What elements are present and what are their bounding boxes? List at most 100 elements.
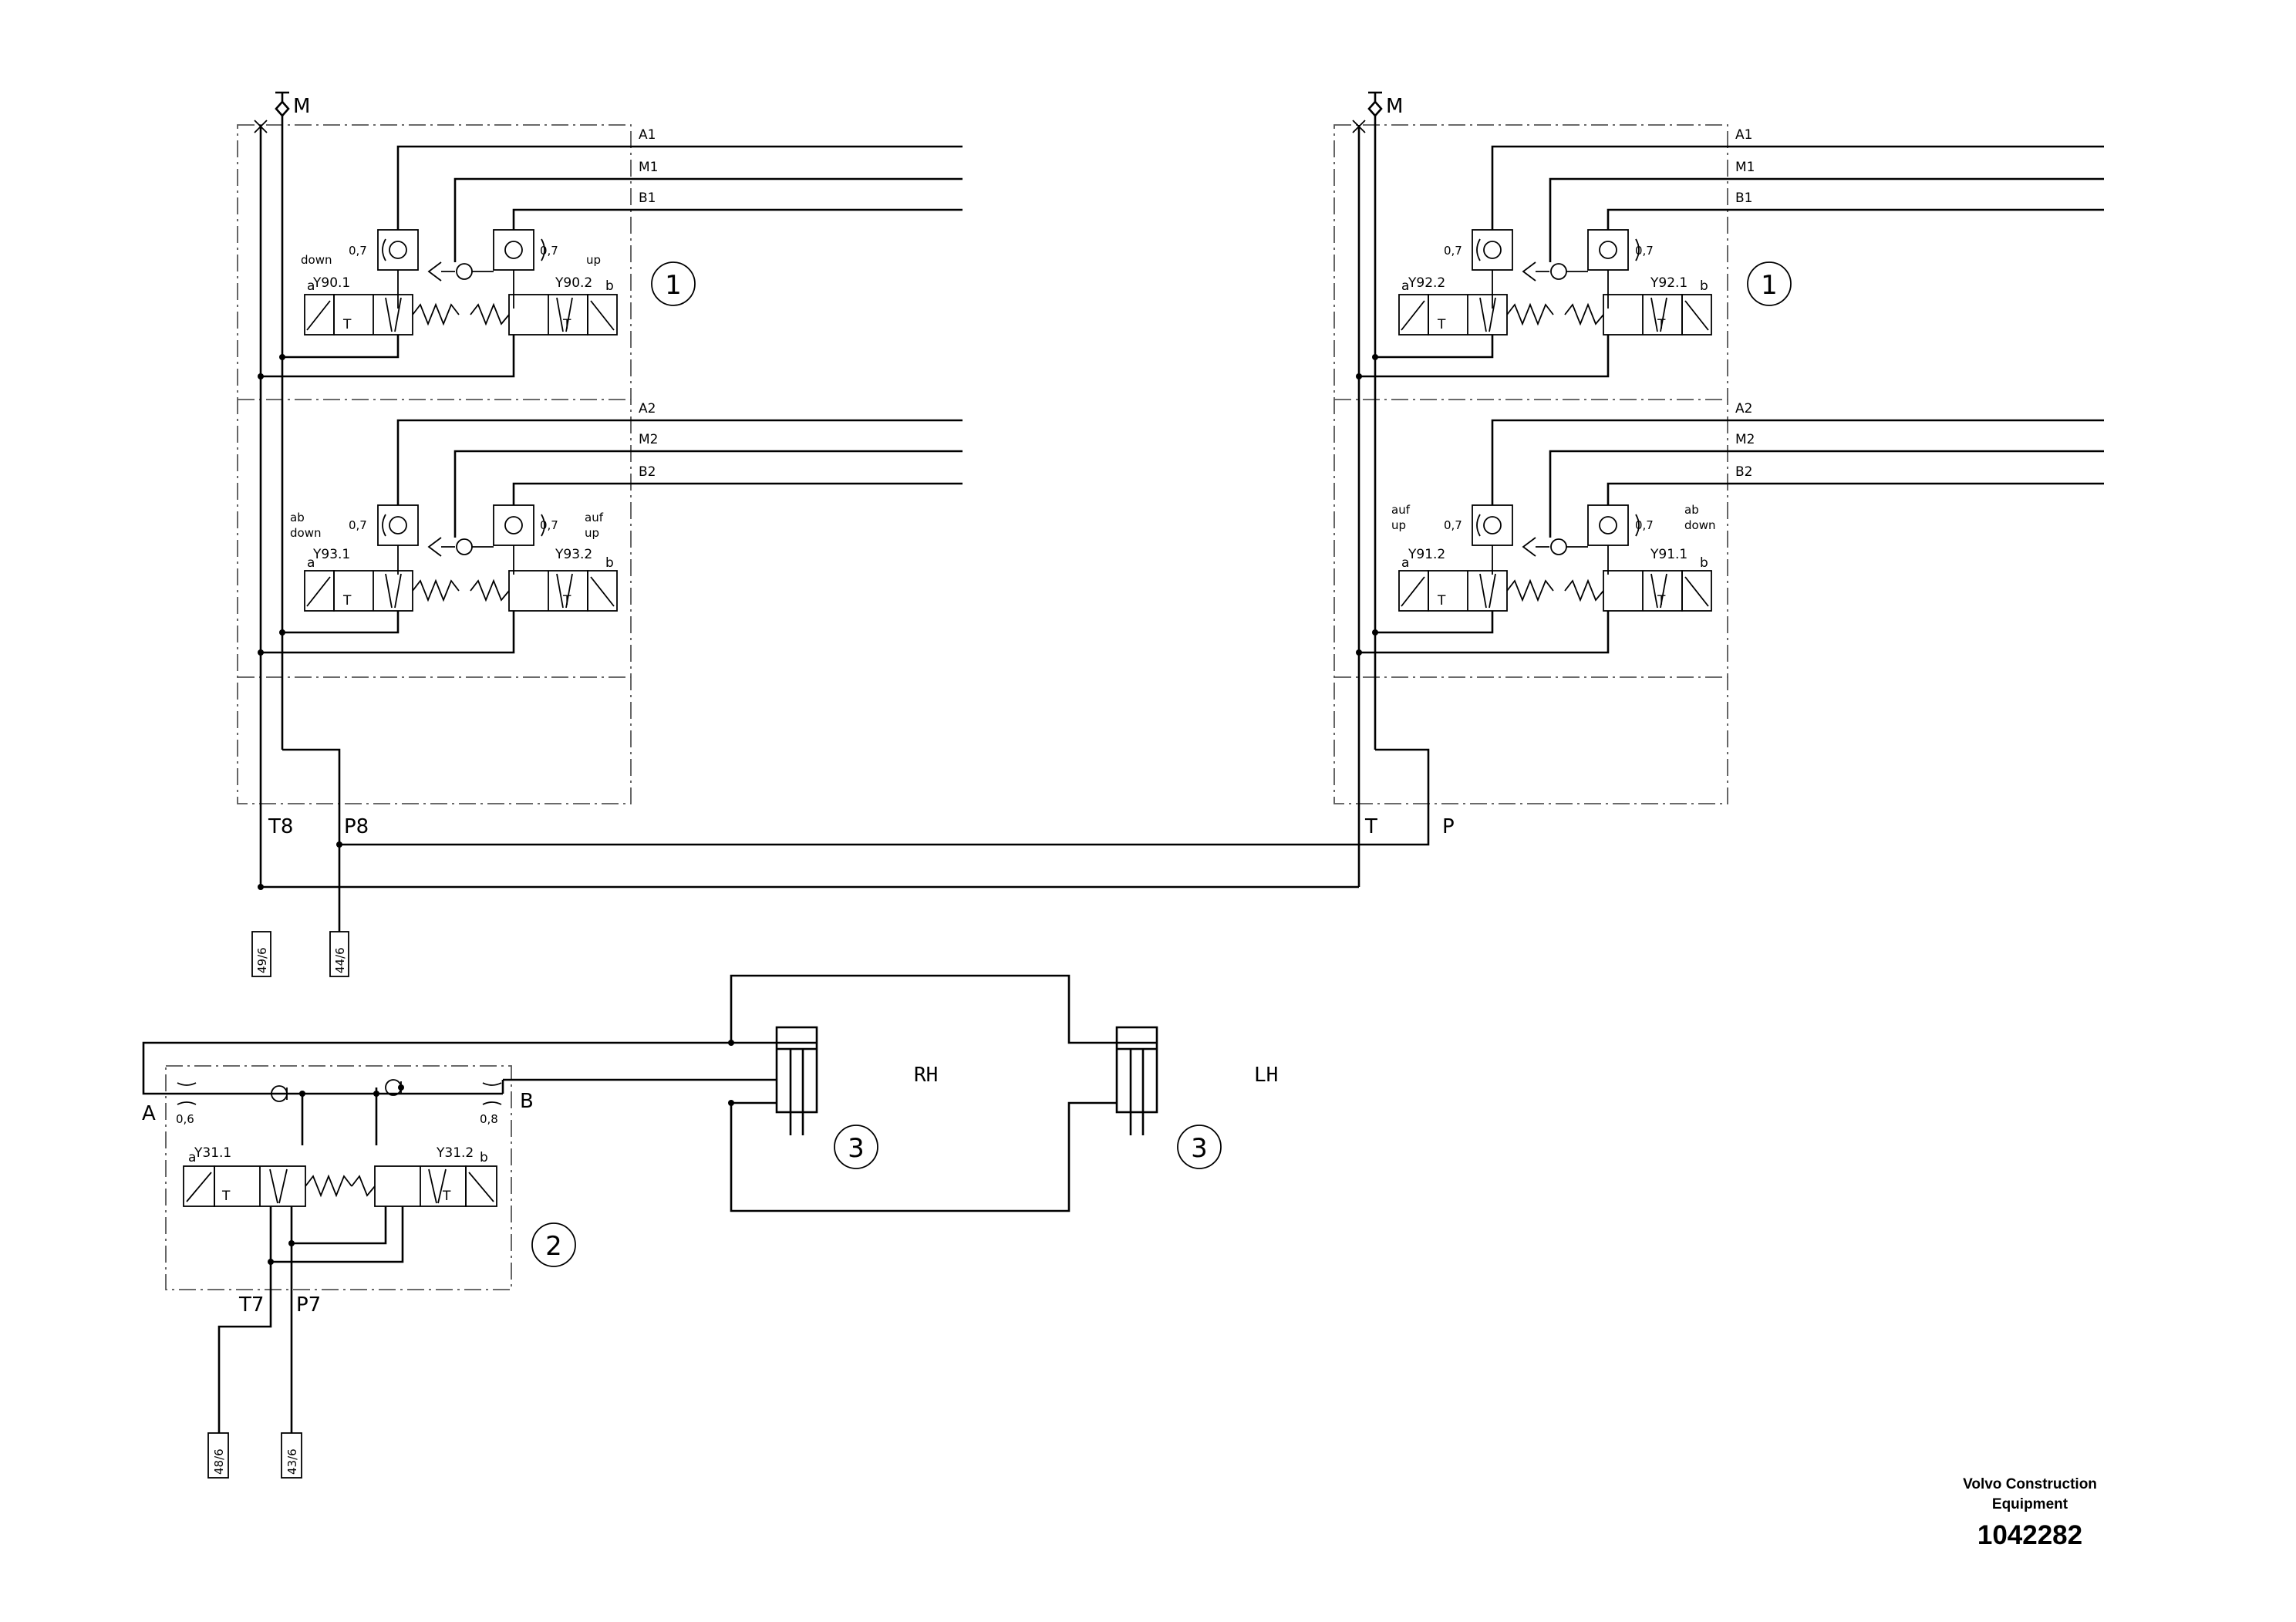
shuttle-valve-icon [427,537,494,557]
solenoid-label: a [307,555,315,571]
line-label-m2: M2 [639,432,658,447]
item-marker: 1 [651,261,696,306]
svg-text:1: 1 [665,270,682,301]
port-label-t: T [1364,815,1377,838]
tank-symbol: T [221,1189,231,1204]
tank-symbol: T [562,317,571,332]
port-label-t7: T7 [238,1293,264,1317]
orifice-label: 0,7 [349,244,367,258]
tank-symbol: T [1657,317,1666,332]
item-marker: 1 [1747,261,1792,306]
valve-label-y91-1: Y91.1 [1650,547,1687,562]
orifice-label: 0,8 [480,1112,498,1126]
orifice-label: 0,7 [349,518,367,532]
port-label-b: B [520,1090,534,1113]
solenoid-label: a [188,1150,196,1165]
shuttle-valve-icon [1522,261,1588,282]
document-number: 1042282 [1977,1520,2082,1550]
direction-label: auf [1391,503,1411,517]
tank-symbol: T [342,317,352,332]
direction-label: ab [1684,503,1699,517]
svg-text:3: 3 [848,1133,865,1164]
tank-symbol: T [1437,593,1446,609]
svg-text:2: 2 [545,1231,562,1262]
tank-symbol: T [342,593,352,609]
valve-block-right: M A1 M1 B1 0 [1333,91,2104,887]
svg-text:44/6: 44/6 [333,947,347,973]
valve-label-y90-1: Y90.1 [312,275,350,291]
directional-valve-icon [304,570,618,612]
connector-tag: 44/6 [329,931,349,977]
line-label-m1: M1 [1735,160,1755,175]
directional-valve-icon [1398,294,1712,336]
line-label-m1: M1 [639,160,658,175]
port-label-p8: P8 [344,815,369,838]
line-label-a2: A2 [639,401,656,416]
orifice-label: 0,7 [540,518,558,532]
directional-valve-icon [304,294,618,336]
orifice-label: 0,7 [540,244,558,258]
check-valve-icon [271,1085,288,1102]
port-label-p7: P7 [296,1293,321,1317]
line-label-b1: B1 [639,191,656,206]
pilot-check-valve-icon [377,229,419,309]
gauge-port-icon [1367,91,1383,117]
item-marker: 3 [834,1125,878,1169]
tank-symbol: T [1657,593,1666,609]
valve-block-bottom: A B 0,6 0,8 Y31.1 Y31.2 [142,1041,777,1479]
svg-text:48/6: 48/6 [212,1448,226,1475]
gauge-label: M [293,95,310,118]
valve-label-y92-1: Y92.1 [1650,275,1687,291]
svg-text:3: 3 [1191,1133,1208,1164]
port-label-p: P [1442,815,1455,838]
item-marker: 2 [531,1222,576,1267]
direction-label: down [1684,518,1715,532]
pilot-check-valve-icon [1472,504,1513,575]
solenoid-label: b [480,1150,488,1165]
svg-text:43/6: 43/6 [285,1448,299,1475]
valve-label-y93-2: Y93.2 [555,547,592,562]
title-block: Volvo Construction Equipment 1042282 [1963,1476,2097,1550]
valve-block-left: M A1 M1 B1 [237,91,1359,977]
direction-label: down [301,253,332,267]
pilot-check-valve-icon [1587,229,1640,309]
valve-label-y93-1: Y93.1 [312,547,350,562]
direction-label: up [1391,518,1406,532]
valve-label-y90-2: Y90.2 [555,275,592,291]
orifice-label: 0,7 [1444,244,1462,258]
line-label-a2: A2 [1735,401,1752,416]
orifice-icon [482,1082,502,1105]
tank-symbol: T [442,1189,451,1204]
orifice-label: 0,6 [176,1112,194,1126]
shuttle-valve-icon [427,261,494,282]
pilot-check-valve-icon [377,504,419,575]
port-label-a: A [142,1102,156,1125]
direction-label: auf [585,511,604,524]
hydraulic-cylinder-icon [1115,1026,1158,1135]
tank-symbol: T [1437,317,1446,332]
connector-tag: 43/6 [281,1432,302,1479]
shuttle-valve-icon [1522,537,1588,557]
direction-label: down [290,526,321,540]
orifice-label: 0,7 [1444,518,1462,532]
solenoid-label: a [307,278,315,294]
directional-valve-icon [183,1165,497,1207]
direction-label: ab [290,511,305,524]
direction-label: up [586,253,601,267]
company-name-line2: Equipment [1992,1496,2068,1512]
line-label-b2: B2 [639,464,656,480]
direction-label: up [585,526,599,540]
pilot-check-valve-icon [1472,229,1513,309]
valve-label-y31-2: Y31.2 [436,1145,474,1161]
solenoid-label: a [1401,555,1409,571]
pilot-check-valve-icon [493,504,545,575]
svg-text:1: 1 [1761,270,1778,301]
line-label-m2: M2 [1735,432,1755,447]
pilot-check-valve-icon [1587,504,1640,575]
line-label-a1: A1 [1735,127,1752,143]
directional-valve-icon [1398,570,1712,612]
gauge-label: M [1386,95,1403,118]
cylinder-label-rh: RH [914,1064,938,1087]
company-name-line1: Volvo Construction [1963,1476,2097,1492]
